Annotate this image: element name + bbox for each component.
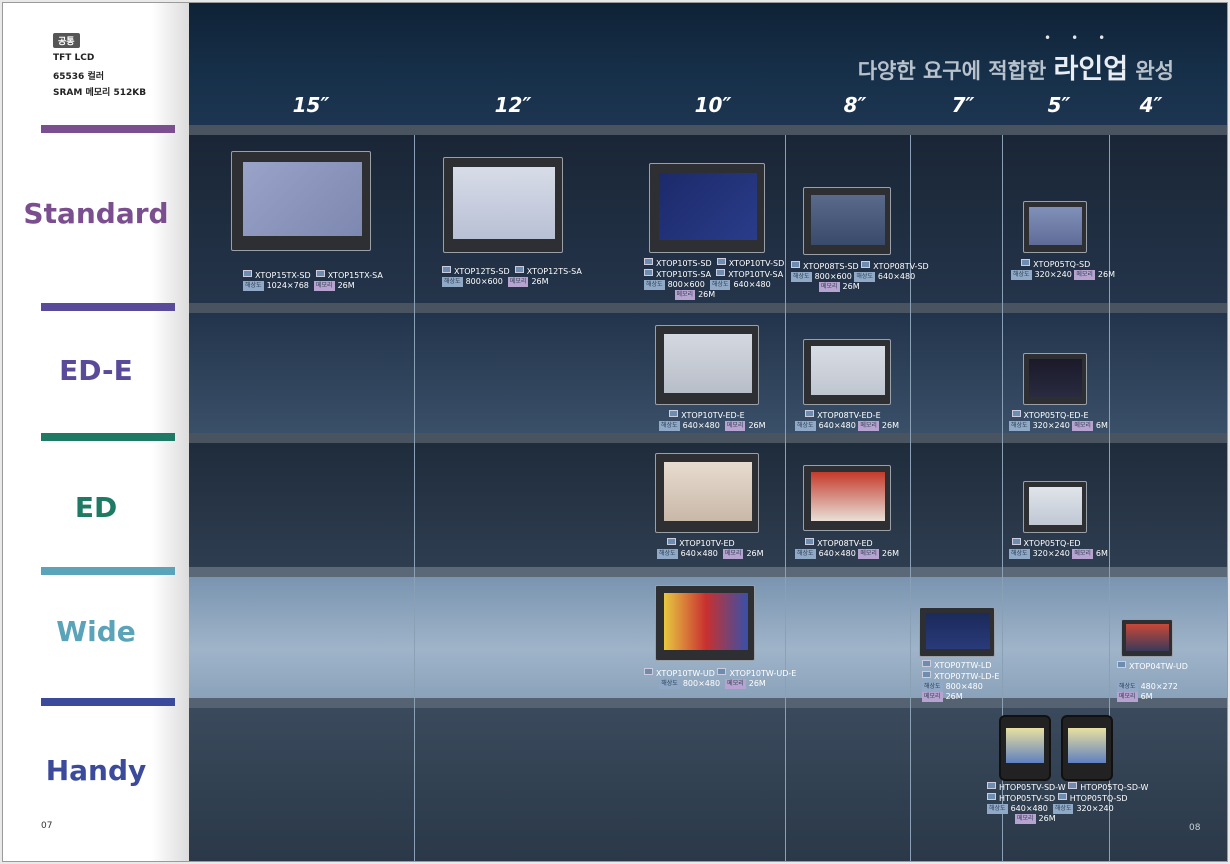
size-15: 15″ — [292, 93, 330, 117]
device-image-5-ed — [1023, 481, 1087, 533]
category-handy: Handy — [45, 754, 147, 787]
page-title: 다양한 요구에 적합한 라인업 완성 — [858, 47, 1174, 86]
column-divider — [1109, 135, 1110, 861]
device-image-8-ed-e — [803, 339, 891, 405]
size-4: 4″ — [1139, 93, 1163, 117]
device-image-15-standard — [231, 151, 371, 251]
title-dots: ••• — [1044, 31, 1126, 45]
left-sidebar: 공통 TFT LCD 65536 컬러 SRAM 메모리 512KB Stand… — [3, 3, 189, 861]
spec-color: 65536 컬러 — [53, 72, 105, 82]
device-image-5-handy-tv — [999, 715, 1051, 781]
column-divider — [785, 135, 786, 861]
ed-e-bar — [41, 303, 175, 311]
separator — [189, 303, 1227, 313]
category-ed: ED — [74, 491, 118, 524]
device-image-7-wide — [919, 607, 995, 657]
device-image-8-standard — [803, 187, 891, 255]
device-image-5-standard — [1023, 201, 1087, 253]
standard-bar — [41, 125, 175, 133]
device-image-10-ed-e — [655, 325, 759, 405]
page-number-right: 08 — [1189, 823, 1201, 833]
title-pre: 다양한 요구에 적합한 — [857, 59, 1047, 83]
separator — [189, 698, 1227, 708]
spec-lcd: TFT LCD — [53, 53, 95, 63]
common-badge: 공통 — [53, 33, 80, 48]
size-10: 10″ — [694, 93, 732, 117]
header: ••• 다양한 요구에 적합한 라인업 완성 15″ 12″ 10″ 8″ 7″… — [189, 3, 1227, 125]
device-image-8-ed — [803, 465, 891, 531]
size-5: 5″ — [1047, 93, 1071, 117]
title-big: 라인업 — [1053, 54, 1129, 85]
device-image-10-standard — [649, 163, 765, 253]
column-divider — [414, 135, 415, 861]
device-image-10-ed — [655, 453, 759, 533]
device-image-5-handy-tq — [1061, 715, 1113, 781]
size-8: 8″ — [843, 93, 867, 117]
handy-bar — [41, 698, 175, 706]
category-wide: Wide — [56, 615, 136, 648]
band-handy — [189, 708, 1227, 861]
title-post: 완성 — [1135, 59, 1174, 83]
category-standard: Standard — [23, 197, 169, 230]
size-12: 12″ — [494, 93, 532, 117]
device-image-10-wide — [655, 585, 755, 661]
model-handy5: HTOP05TV-SD-W HTOP05TQ-SD-W HTOP05TV-SD … — [987, 782, 1149, 824]
spec-memory: SRAM 메모리 512KB — [53, 88, 147, 98]
ed-bar — [41, 433, 175, 441]
model-std10: XTOP10TS-SD XTOP10TV-SD XTOP10TS-SA XTOP… — [644, 258, 785, 300]
lineup-grid: ••• 다양한 요구에 적합한 라인업 완성 15″ 12″ 10″ 8″ 7″… — [189, 3, 1227, 861]
separator — [189, 567, 1227, 577]
column-divider — [1002, 135, 1003, 861]
device-image-12-standard — [443, 157, 563, 253]
column-divider — [910, 135, 911, 861]
separator — [189, 433, 1227, 443]
device-image-5-ed-e — [1023, 353, 1087, 405]
size-7: 7″ — [951, 93, 975, 117]
category-ed-e: ED-E — [59, 354, 133, 387]
device-image-4-wide — [1121, 619, 1173, 657]
separator — [189, 125, 1227, 135]
page-number-left: 07 — [41, 821, 53, 831]
wide-bar — [41, 567, 175, 575]
